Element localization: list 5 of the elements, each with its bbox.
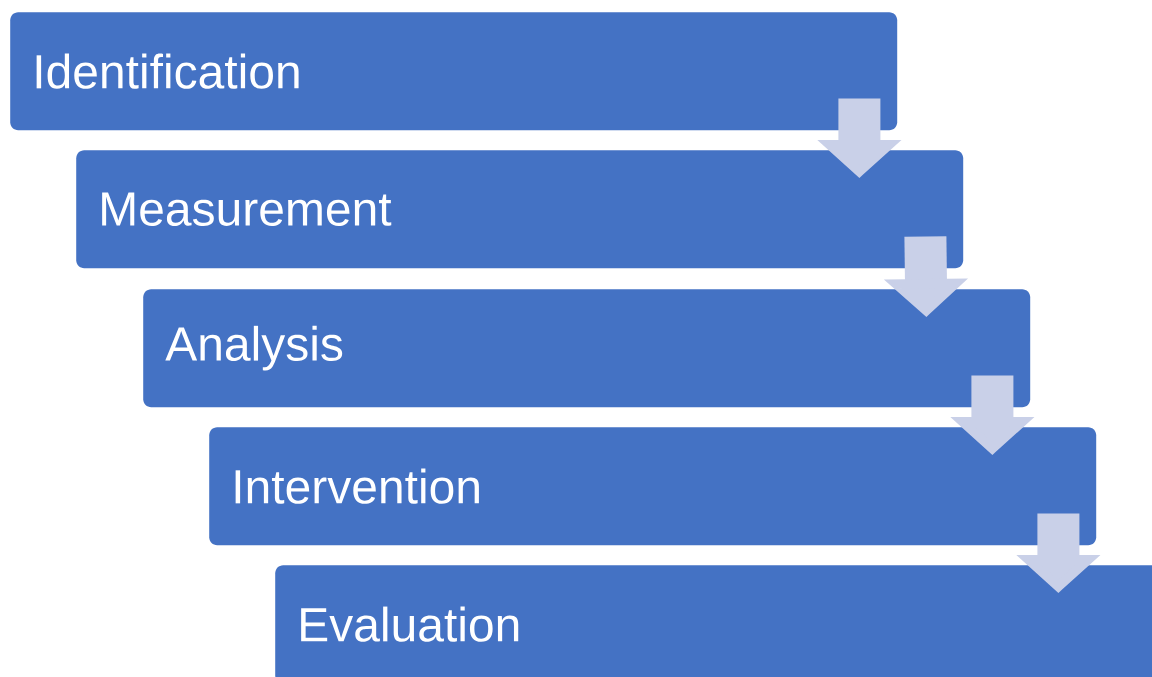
step-box: Analysis [143,289,1031,408]
step-box: Intervention [209,427,1097,546]
step-box: Evaluation [275,565,1152,677]
step-box: Identification [10,12,898,131]
step-box: Measurement [76,150,964,269]
